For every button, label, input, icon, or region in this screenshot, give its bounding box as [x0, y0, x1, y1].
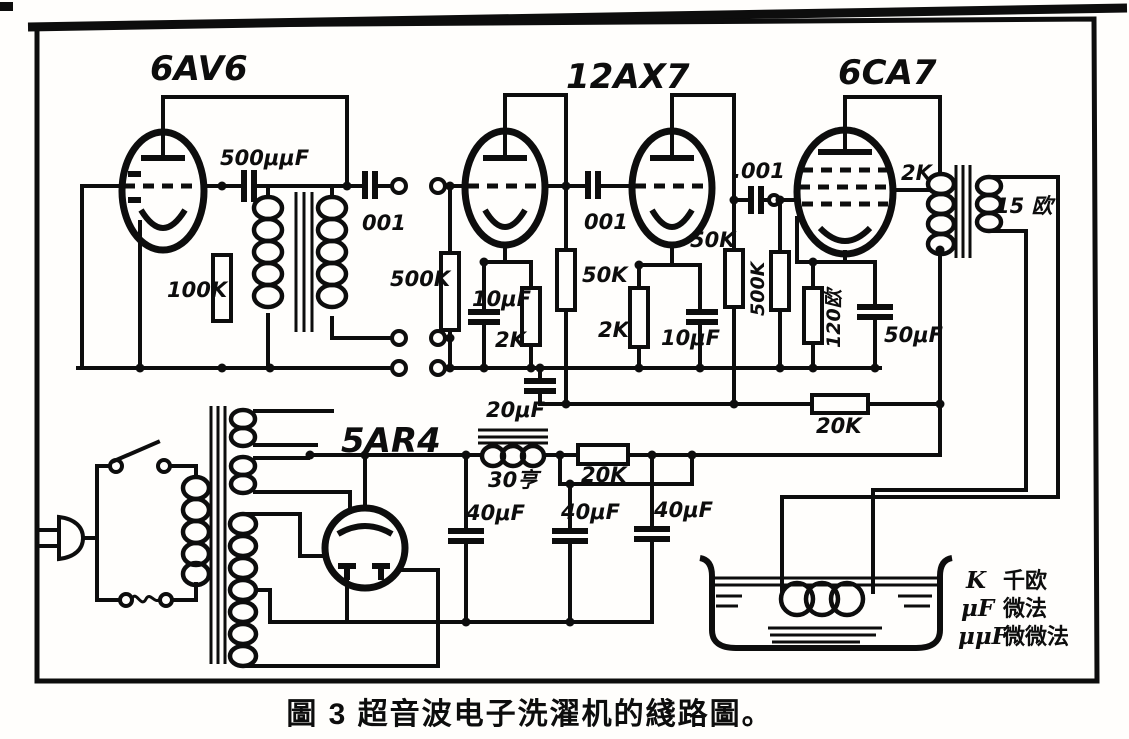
label-res-500k-2: 500K	[747, 260, 769, 316]
tube-12ax7-triode1	[461, 127, 549, 249]
label-res-2k-1: 2K	[495, 328, 528, 352]
oscillator-transformer	[251, 192, 349, 332]
label-res-20k-1: 20K	[816, 414, 863, 438]
label-res-120ohm: 120欧	[823, 285, 845, 348]
frame	[0, 2, 1128, 684]
label-res-50k-2: 50K	[690, 228, 737, 252]
power-switch	[108, 439, 172, 474]
fuse	[118, 592, 174, 608]
label-cap-001-3: .001	[733, 159, 785, 183]
label-res-50k-1: 50K	[582, 263, 629, 287]
tube-6ca7	[793, 126, 897, 258]
label-speaker-15ohm: 15 欧	[995, 194, 1057, 218]
label-cap-20uf: 20μF	[486, 398, 546, 422]
label-cap-50uf: 50μF	[884, 323, 944, 347]
legend-symbol-k: K	[965, 567, 987, 594]
label-res-20k-2: 20K	[581, 463, 628, 487]
power-transformer	[180, 406, 259, 669]
capacitors	[241, 170, 893, 544]
legend-meaning-k: 千欧	[1003, 568, 1047, 593]
label-cap-500uuf: 500μμF	[220, 146, 310, 170]
label-cap-40uf-1: 40μF	[465, 501, 526, 525]
legend-meaning-uf: 微法	[1002, 596, 1047, 621]
washing-tub	[699, 555, 953, 651]
tube-label-12ax7: 12AX7	[566, 57, 690, 97]
tube-5ar4	[321, 504, 409, 592]
label-choke-30h: 30亨	[488, 468, 542, 492]
label-res-100k: 100K	[167, 278, 229, 302]
mains-plug	[57, 514, 86, 562]
resistors	[211, 248, 870, 466]
figure-caption: 圖 3 超音波电子洗濯机的綫路圖。	[286, 697, 773, 731]
label-cap-001-2: 001	[584, 210, 628, 234]
transducer-coil	[778, 580, 875, 618]
output-transformer	[925, 165, 1004, 258]
legend: K 千欧 μF 微法 μμF 微微法	[958, 567, 1069, 650]
legend-symbol-uuf: μμF	[958, 623, 1010, 650]
label-res-500k-1: 500K	[390, 267, 452, 291]
tube-12ax7-triode2	[628, 127, 716, 249]
label-cap-001-1: 001	[362, 211, 406, 235]
label-cap-40uf-2: 40μF	[560, 500, 621, 524]
label-cap-10uf-2: 10μF	[661, 326, 721, 350]
tube-labels: 6AV6 12AX7 6CA7 5AR4	[150, 49, 937, 461]
legend-meaning-uuf: 微微法	[1002, 624, 1069, 649]
tube-label-6av6: 6AV6	[150, 49, 248, 89]
tube-label-5ar4: 5AR4	[341, 421, 441, 461]
label-cap-10uf-1: 10μF	[472, 287, 532, 311]
label-res-2k-2: 2K	[598, 318, 631, 342]
tube-label-6ca7: 6CA7	[838, 53, 937, 93]
connector-terminals	[390, 177, 781, 377]
tube-6av6	[118, 128, 208, 254]
junction-dots	[135, 181, 945, 627]
component-labels: 500μμF 001 001 .001 100K 500K 10μF 2K 50…	[167, 146, 1057, 525]
legend-symbol-uf: μF	[961, 595, 996, 622]
filter-choke	[478, 428, 548, 469]
label-res-2k-3: 2K	[901, 161, 934, 185]
label-cap-40uf-3: 40μF	[653, 498, 714, 522]
